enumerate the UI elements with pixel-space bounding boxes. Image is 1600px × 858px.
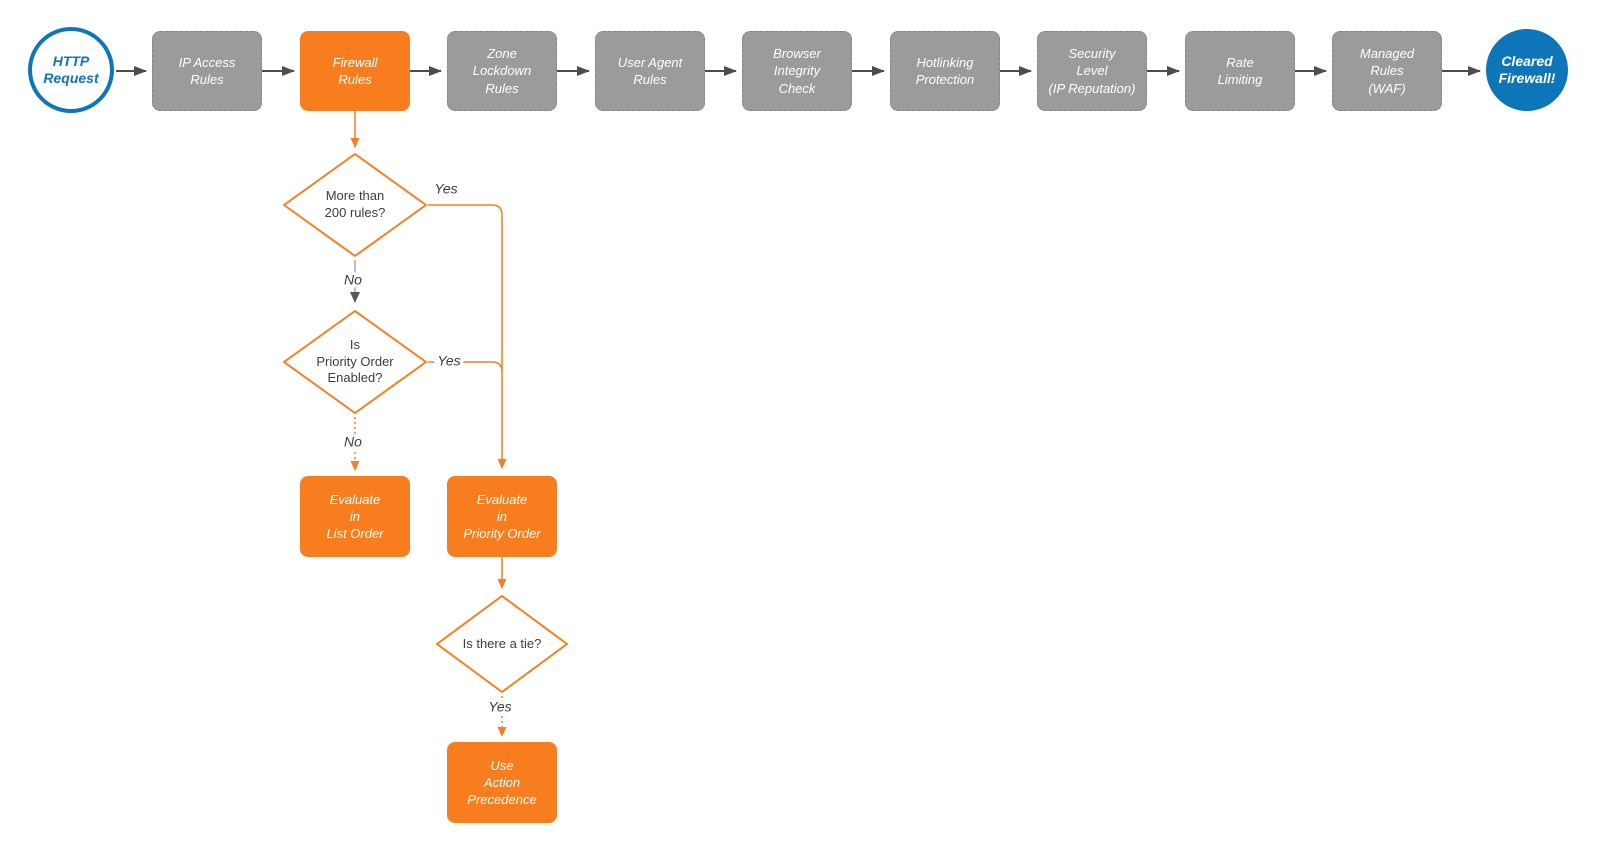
node-evaluate-priority-order: Evaluate in Priority Order	[447, 476, 557, 557]
node-evaluate-priority-order-label: Evaluate in Priority Order	[463, 491, 541, 542]
edge-label-no-priority-enabled: No	[341, 433, 365, 450]
decision-is-there-a-tie: Is there a tie?	[435, 594, 569, 694]
node-zone-lockdown-rules: Zone Lockdown Rules	[447, 31, 557, 111]
node-cleared-firewall-label: Cleared Firewall!	[1498, 52, 1556, 87]
node-ip-access-rules: IP Access Rules	[152, 31, 262, 111]
edge-decision-200-yes	[428, 204, 507, 469]
edge-label-yes-tie: Yes	[485, 698, 515, 715]
node-security-level: Security Level (IP Reputation)	[1037, 31, 1147, 111]
node-browser-integrity-check: Browser Integrity Check	[742, 31, 852, 111]
node-rate-limiting-label: Rate Limiting	[1217, 54, 1263, 87]
node-zone-lockdown-rules-label: Zone Lockdown Rules	[472, 46, 532, 96]
node-rate-limiting: Rate Limiting	[1185, 31, 1295, 111]
diamond-shape	[283, 153, 427, 257]
node-user-agent-rules: User Agent Rules	[595, 31, 705, 111]
edge-label-yes-priority-enabled: Yes	[434, 352, 464, 369]
node-hotlinking-protection: Hotlinking Protection	[890, 31, 1000, 111]
node-managed-rules-waf-label: Managed Rules (WAF)	[1359, 46, 1415, 96]
decision-priority-order-enabled: Is Priority Order Enabled?	[282, 309, 428, 415]
decision-is-there-a-tie-label: Is there a tie?	[462, 635, 542, 651]
edge-label-no-200-rules: No	[341, 271, 365, 288]
edge-label-yes-200-rules: Yes	[434, 180, 458, 197]
diamond-shape	[436, 595, 568, 693]
node-use-action-precedence: Use Action Precedence	[447, 742, 557, 823]
node-user-agent-rules-label: User Agent Rules	[617, 54, 683, 87]
diamond-shape	[283, 310, 427, 414]
node-managed-rules-waf: Managed Rules (WAF)	[1332, 31, 1442, 111]
node-http-request: HTTP Request	[28, 27, 114, 113]
node-firewall-rules-label: Firewall Rules	[332, 54, 378, 87]
decision-priority-order-enabled-label: Is Priority Order Enabled?	[316, 336, 394, 386]
decision-more-than-200-rules-label: More than 200 rules?	[324, 188, 386, 220]
decision-more-than-200-rules: More than 200 rules?	[282, 152, 428, 258]
node-evaluate-list-order: Evaluate in List Order	[300, 476, 410, 557]
node-firewall-rules: Firewall Rules	[300, 31, 410, 111]
node-browser-integrity-check-label: Browser Integrity Check	[773, 46, 821, 96]
node-evaluate-list-order-label: Evaluate in List Order	[326, 491, 384, 542]
node-security-level-label: Security Level (IP Reputation)	[1048, 46, 1136, 96]
node-hotlinking-protection-label: Hotlinking Protection	[915, 54, 975, 87]
node-ip-access-rules-label: IP Access Rules	[178, 54, 236, 87]
node-use-action-precedence-label: Use Action Precedence	[467, 757, 537, 808]
node-http-request-label: HTTP Request	[43, 52, 99, 87]
node-cleared-firewall: Cleared Firewall!	[1486, 29, 1568, 111]
